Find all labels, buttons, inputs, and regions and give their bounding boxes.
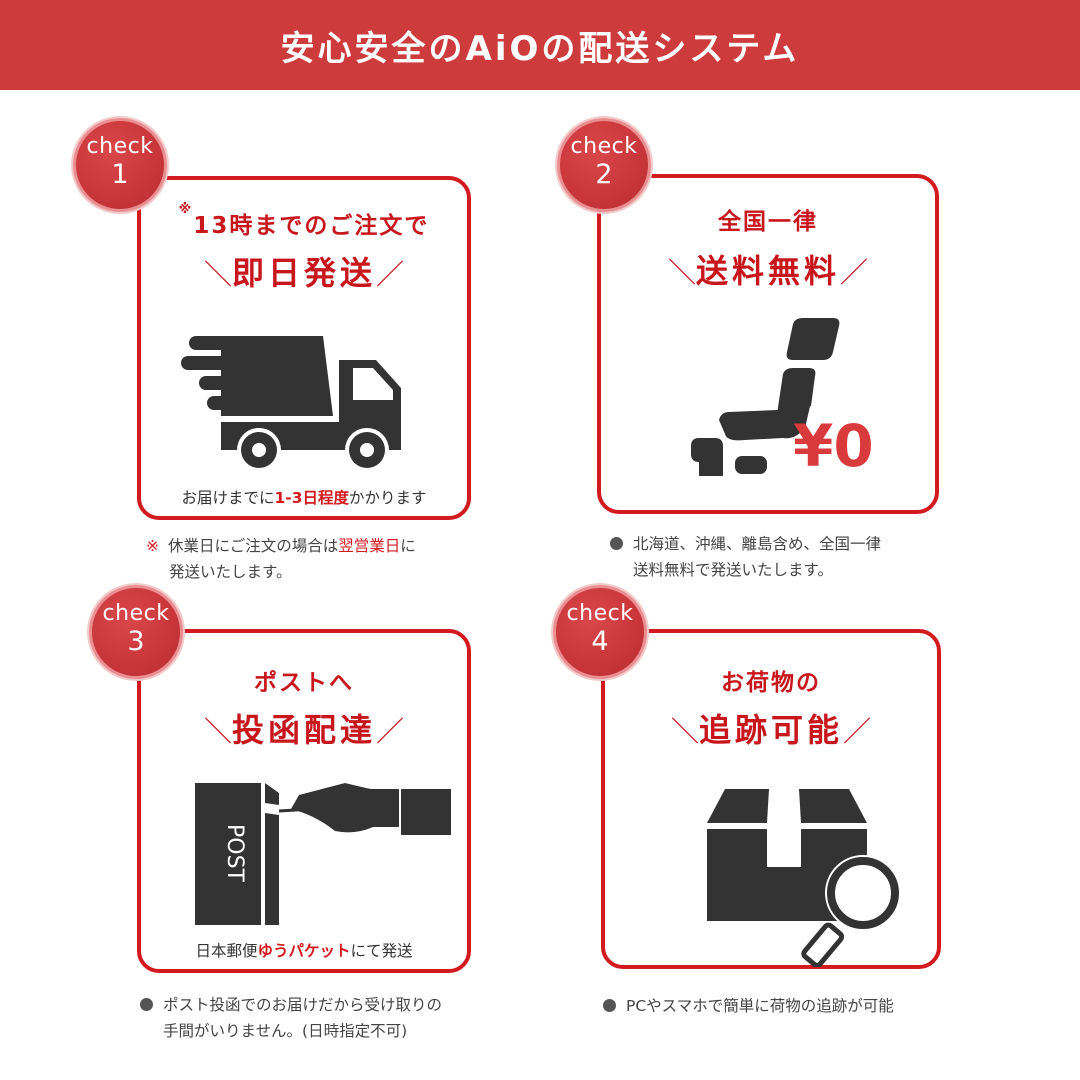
card-sub-title: ポストへ xyxy=(141,663,467,697)
caption-text: お届けまでに xyxy=(181,489,275,507)
card-main-title: ＼投函配達／ xyxy=(141,705,467,751)
bullet-dot-icon xyxy=(610,537,623,550)
badge-label: check xyxy=(86,134,154,159)
sub-title-text: 全国一律 xyxy=(718,209,818,235)
main-title-text: 即日発送 xyxy=(231,254,376,292)
slash-left: ＼ xyxy=(670,715,699,748)
slash-left: ＼ xyxy=(203,715,232,748)
delivery-truck-icon xyxy=(181,336,401,470)
card-post-delivery: ポストへ ＼投函配達／ POST 日本郵便ゆうパケットにて発送 xyxy=(137,629,471,973)
main-title-text: 投函配達 xyxy=(231,711,376,749)
note-text: 北海道、沖縄、離島含め、全国一律 xyxy=(633,535,882,553)
check-badge-3: check 3 xyxy=(89,585,183,679)
card-caption: 日本郵便ゆうパケットにて発送 xyxy=(141,939,467,961)
badge-label: check xyxy=(566,601,634,626)
note-bullet: ※ xyxy=(146,537,159,555)
svg-text:¥0: ¥0 xyxy=(793,412,874,476)
main-title-text: 送料無料 xyxy=(695,252,840,290)
caption-text: にて発送 xyxy=(350,942,413,960)
check-badge-2: check 2 xyxy=(557,118,651,212)
badge-number: 3 xyxy=(127,626,145,657)
card-caption: お届けまでに1-3日程度かかります xyxy=(141,486,467,508)
note-text: ポスト投函でのお届けだから受け取りの xyxy=(163,996,443,1014)
card-free-shipping: 全国一律 ＼送料無料／ ¥0 xyxy=(597,174,939,514)
card-tracking: お荷物の ＼追跡可能／ xyxy=(601,629,941,969)
package-search-icon xyxy=(707,789,901,967)
slash-right: ／ xyxy=(840,256,869,289)
card-main-title: ＼送料無料／ xyxy=(601,246,935,292)
sub-title-text: お荷物の xyxy=(721,670,821,696)
slash-left: ＼ xyxy=(667,256,696,289)
card-sub-title: お荷物の xyxy=(605,663,937,697)
card-note-3: ポスト投函でのお届けだから受け取りの 手間がいりません。(日時指定不可) xyxy=(140,992,442,1044)
slash-right: ／ xyxy=(376,258,405,291)
slash-right: ／ xyxy=(376,715,405,748)
badge-number: 2 xyxy=(595,159,613,190)
badge-label: check xyxy=(102,601,170,626)
card-note-2: 北海道、沖縄、離島含め、全国一律 送料無料で発送いたします。 xyxy=(610,531,881,583)
card-same-day-shipping: ※13時までのご注文で ＼即日発送／ お届けまでに1-3日程度かかります xyxy=(137,176,471,520)
card-main-title: ＼追跡可能／ xyxy=(605,705,937,751)
card-note-4: PCやスマホで簡単に荷物の追跡が可能 xyxy=(603,993,894,1019)
bullet-dot-icon xyxy=(140,998,153,1011)
bullet-dot-icon xyxy=(603,999,616,1012)
slash-right: ／ xyxy=(843,715,872,748)
main-title-text: 追跡可能 xyxy=(698,711,843,749)
badge-number: 1 xyxy=(111,159,129,190)
card-main-title: ＼即日発送／ xyxy=(141,248,467,294)
mailbox-hand-icon: POST xyxy=(195,783,451,925)
badge-number: 4 xyxy=(591,626,609,657)
card-sub-title: 全国一律 xyxy=(601,202,935,236)
caption-highlight: 1-3日程度 xyxy=(274,489,349,507)
card-note-1: ※ 休業日にご注文の場合は翌営業日に 発送いたします。 xyxy=(146,533,416,585)
card-sub-title: ※13時までのご注文で xyxy=(141,202,467,240)
sub-title-text: 13時までのご注文で xyxy=(193,213,430,239)
header-banner: 安心安全のAiOの配送システム xyxy=(0,0,1080,90)
badge-label: check xyxy=(570,134,638,159)
note-text-line2: 手間がいりません。(日時指定不可) xyxy=(163,1022,408,1040)
note-text: に xyxy=(400,537,416,555)
note-text: 休業日にご注文の場合は xyxy=(168,537,339,555)
note-text-line2: 送料無料で発送いたします。 xyxy=(633,561,833,579)
caption-text: 日本郵便 xyxy=(195,942,258,960)
svg-text:POST: POST xyxy=(222,824,247,883)
slash-left: ＼ xyxy=(203,258,232,291)
note-text-line2: 発送いたします。 xyxy=(169,563,292,581)
asterisk-mark: ※ xyxy=(178,202,194,217)
note-text: PCやスマホで簡単に荷物の追跡が可能 xyxy=(626,997,894,1015)
note-highlight: 翌営業日 xyxy=(338,537,401,555)
sub-title-text: ポストへ xyxy=(254,670,354,696)
check-badge-1: check 1 xyxy=(73,118,167,212)
check-badge-4: check 4 xyxy=(553,585,647,679)
page-title: 安心安全のAiOの配送システム xyxy=(280,28,800,69)
caption-text: かかります xyxy=(349,489,427,507)
japan-map-yen-icon: ¥0 xyxy=(691,318,874,476)
caption-highlight: ゆうパケット xyxy=(257,942,351,960)
